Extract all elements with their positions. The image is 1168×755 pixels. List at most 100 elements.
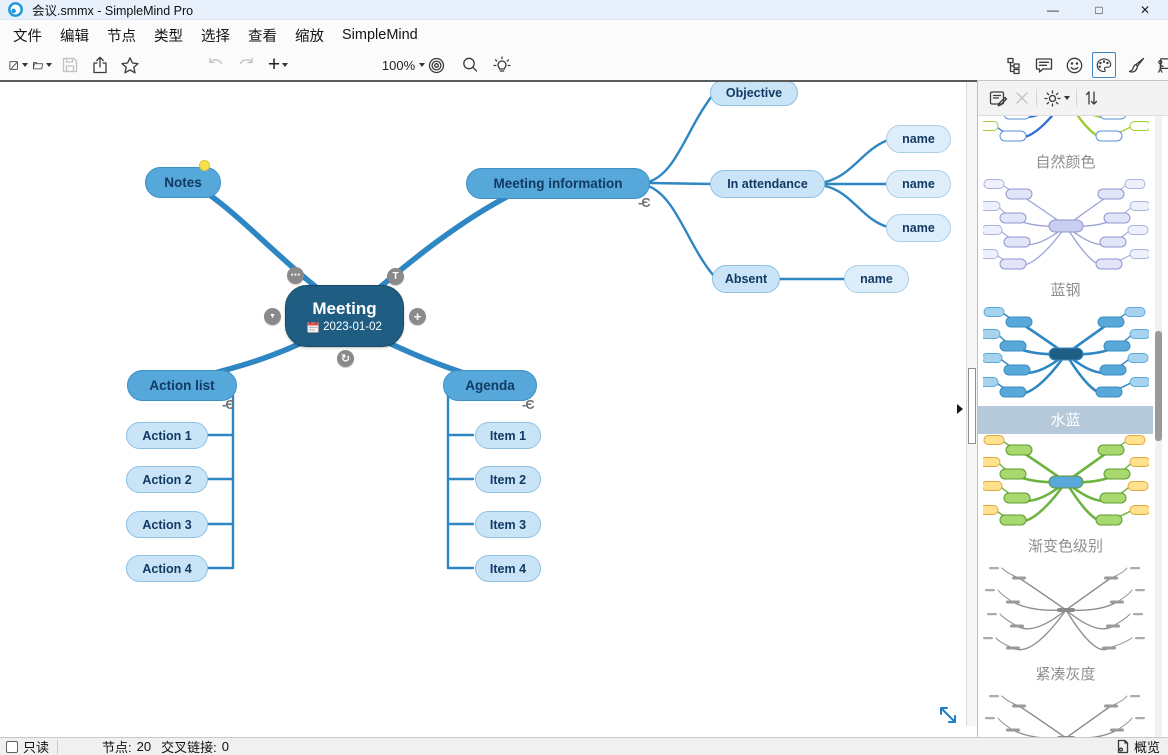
share-button[interactable]: [88, 52, 112, 78]
collapse-toggle-agenda[interactable]: -Є: [522, 397, 535, 412]
zoom-dropdown[interactable]: [419, 63, 426, 67]
style-thumbnail[interactable]: [982, 562, 1149, 660]
node-collapse-button[interactable]: ▼: [264, 308, 281, 325]
close-button[interactable]: ✕: [1139, 3, 1151, 17]
node-attendee-name-1[interactable]: name: [886, 125, 951, 153]
node-more-button[interactable]: ⋯: [287, 267, 304, 284]
style-thumbnail[interactable]: [983, 690, 1149, 738]
node-attendee-name-2[interactable]: name: [886, 170, 951, 198]
style-thumbnail[interactable]: [982, 116, 1149, 148]
node-notes[interactable]: Notes: [145, 167, 221, 198]
style-options-dropdown[interactable]: [1064, 96, 1070, 100]
menu-file[interactable]: 文件: [13, 28, 42, 45]
node-meeting-center[interactable]: Meeting 2023-01-02: [285, 285, 404, 347]
emoji-panel-button[interactable]: [1062, 52, 1086, 78]
node-text-button[interactable]: T: [387, 268, 404, 285]
node-in-attendance[interactable]: In attendance: [710, 170, 825, 198]
node-agenda[interactable]: Agenda: [443, 370, 537, 401]
style-item-aqua-blue-selected[interactable]: 水蓝: [978, 306, 1153, 434]
node-item-4[interactable]: Item 4: [475, 555, 541, 582]
menu-view[interactable]: 查看: [248, 28, 277, 45]
node-action-4[interactable]: Action 4: [126, 555, 208, 582]
center-target-icon: [428, 57, 444, 73]
sort-updown-icon[interactable]: [1083, 89, 1100, 107]
menu-zoom[interactable]: 缩放: [295, 28, 324, 45]
center-map-button[interactable]: [424, 52, 448, 78]
style-thumbnail[interactable]: [982, 178, 1149, 276]
node-meeting-information[interactable]: Meeting information: [466, 168, 650, 199]
menu-edit[interactable]: 编辑: [60, 28, 89, 45]
redo-button[interactable]: [234, 52, 258, 78]
outline-panel-button[interactable]: [1002, 52, 1026, 78]
collapse-toggle-action-list[interactable]: -Є: [222, 397, 235, 412]
presentation-button[interactable]: [1154, 52, 1168, 78]
node-objective[interactable]: Objective: [710, 82, 798, 106]
style-label: 渐变色级别: [1027, 538, 1103, 555]
open-button[interactable]: [30, 52, 54, 78]
node-action-list[interactable]: Action list: [127, 370, 237, 401]
style-item-natural-colors[interactable]: 自然颜色: [978, 116, 1153, 178]
undo-button[interactable]: [204, 52, 228, 78]
notes-panel-button[interactable]: [1032, 52, 1056, 78]
overview-button[interactable]: 概览: [1116, 737, 1160, 755]
readonly-checkbox[interactable]: [6, 740, 18, 753]
node-absent[interactable]: Absent: [712, 265, 780, 293]
collapse-toggle-meeting-info[interactable]: -Є: [638, 195, 651, 210]
node-item-2[interactable]: Item 2: [475, 466, 541, 493]
add-node-dropdown[interactable]: [282, 63, 289, 67]
save-button[interactable]: [58, 52, 82, 78]
note-indicator-dot[interactable]: [199, 160, 210, 171]
new-document-button[interactable]: [6, 52, 30, 78]
node-add-button[interactable]: +: [409, 308, 426, 325]
edit-style-icon[interactable]: [988, 89, 1008, 108]
style-item-compact-gray[interactable]: 紧凑灰度: [978, 562, 1153, 690]
minimize-button[interactable]: —: [1047, 3, 1059, 17]
node-item-1[interactable]: Item 1: [475, 422, 541, 449]
calendar-icon: [307, 321, 319, 333]
style-label-selected: 水蓝: [978, 406, 1153, 434]
style-item-gradient-levels[interactable]: 渐变色级别: [978, 434, 1153, 562]
style-panel-button[interactable]: [1092, 52, 1116, 78]
panel-scrollbar[interactable]: [1155, 116, 1162, 738]
format-painter-button[interactable]: [1124, 52, 1148, 78]
mindmap-canvas[interactable]: Notes Meeting information Objective In a…: [0, 82, 966, 726]
menu-simplemind[interactable]: SimpleMind: [342, 27, 418, 43]
open-dropdown[interactable]: [46, 63, 52, 67]
search-button[interactable]: [458, 52, 482, 78]
new-document-icon: [9, 60, 18, 70]
presentation-icon: [1158, 57, 1168, 73]
node-action-2[interactable]: Action 2: [126, 466, 208, 493]
style-item-blue-steel[interactable]: 蓝钢: [978, 178, 1153, 306]
canvas-vertical-scrollbar[interactable]: [966, 82, 977, 726]
crosslink-count-value: 0: [221, 739, 229, 754]
open-folder-icon: [33, 61, 43, 69]
menu-node[interactable]: 节点: [107, 28, 136, 45]
node-absent-name[interactable]: name: [844, 265, 909, 293]
brainstorm-button[interactable]: [490, 52, 514, 78]
menu-type[interactable]: 类型: [154, 28, 183, 45]
style-item-partial-bottom[interactable]: [978, 690, 1153, 738]
node-item-3[interactable]: Item 3: [475, 511, 541, 538]
style-label: 蓝钢: [1050, 282, 1081, 299]
style-thumbnail[interactable]: [982, 306, 1149, 404]
style-thumbnail[interactable]: [982, 434, 1149, 532]
remove-style-icon[interactable]: [1014, 90, 1030, 106]
maximize-button[interactable]: □: [1095, 3, 1103, 17]
node-action-1[interactable]: Action 1: [126, 422, 208, 449]
zoom-control[interactable]: 100%: [382, 52, 426, 78]
menu-select[interactable]: 选择: [201, 28, 230, 45]
style-options-button[interactable]: [1043, 89, 1070, 108]
panel-collapse-arrow-icon[interactable]: [955, 402, 965, 416]
node-count-value: 20: [136, 739, 152, 754]
panel-separator: [1036, 89, 1037, 107]
node-action-3[interactable]: Action 3: [126, 511, 208, 538]
panel-scrollbar-thumb[interactable]: [1155, 331, 1162, 441]
node-attendee-name-3[interactable]: name: [886, 214, 951, 242]
new-document-dropdown[interactable]: [22, 63, 28, 67]
add-node-button[interactable]: +: [266, 52, 290, 78]
favorite-button[interactable]: [118, 52, 142, 78]
node-history-button[interactable]: ↻: [337, 350, 354, 367]
center-node-date: 2023-01-02: [307, 321, 382, 333]
canvas-scrollbar-thumb[interactable]: [968, 368, 976, 444]
